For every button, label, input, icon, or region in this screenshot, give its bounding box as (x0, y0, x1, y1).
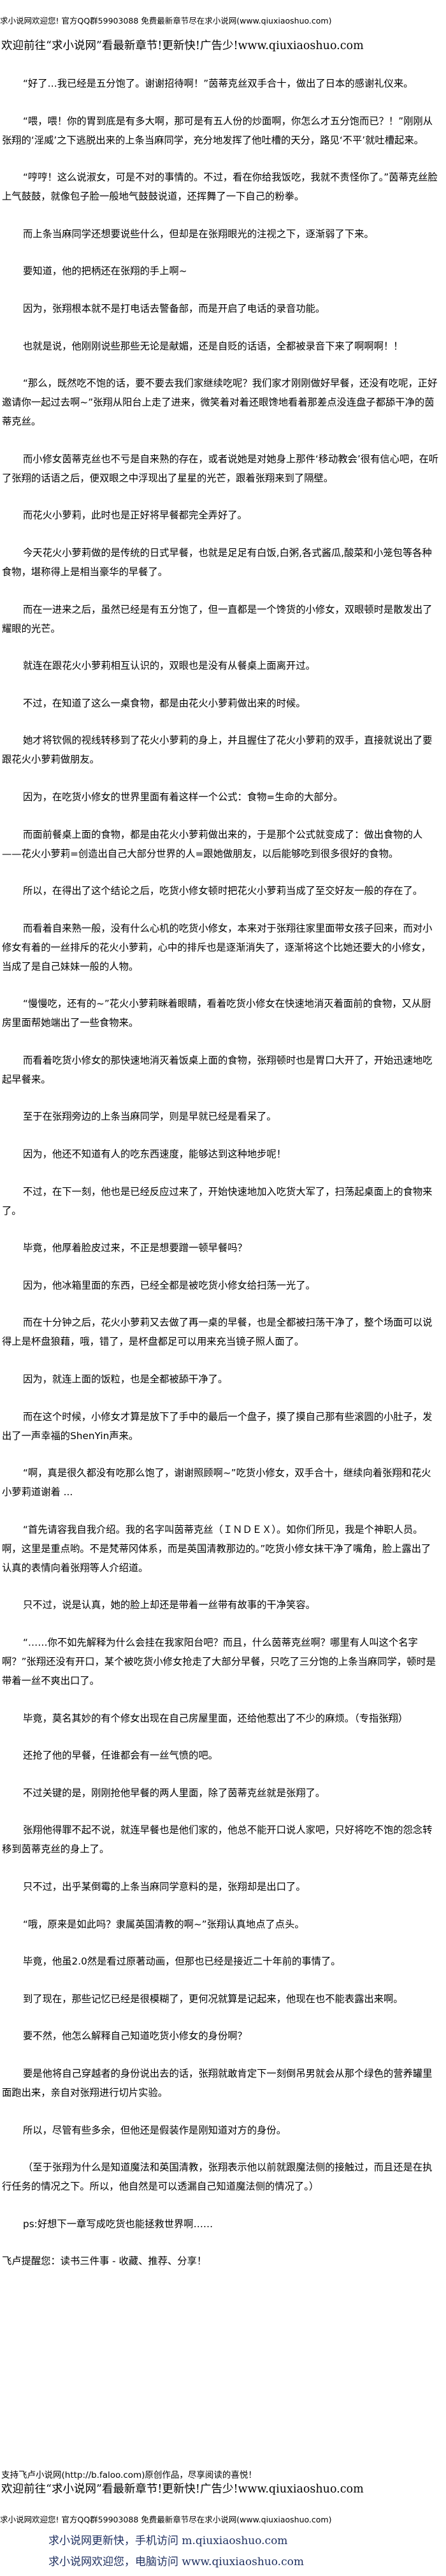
paragraph: 要知道，他的把柄还在张翔的手上啊~ (23, 265, 187, 277)
faloo-support-notice: 支持飞卢小说网(http://b.faloo.com)原创作品，尽享阅读的喜悦！ (1, 2470, 257, 2480)
paragraph: “……你不如先解释为什么会挂在我家阳台吧？而且，什么茵蒂克丝啊？哪里有人叫这个名… (2, 1637, 436, 1687)
paragraph: 毕竟，莫名其妙的有个修女出现在自己房屋里面，还给他惹出了不少的麻烦。（专指张翔） (23, 1712, 408, 1724)
paragraph: 不过关键的是，刚刚抢他早餐的两人里面，除了茵蒂克丝就是张翔了。 (23, 1787, 326, 1799)
paragraph: “好了…我已经是五分饱了。谢谢招待啊！”茵蒂克丝双手合十，做出了日本的感谢礼仪来… (23, 78, 414, 89)
paragraph: 因为，就连上面的饭粒，也是全都被舔干净了。 (23, 1373, 228, 1386)
paragraph: 就连在跟花火小萝莉相互认识的，双眼也是没有从餐桌上面离开过。 (23, 660, 315, 672)
paragraph: “啊，真是很久都没有吃那么饱了，谢谢照顾啊~”吃货小修女，双手合十，继续向着张翔… (2, 1467, 431, 1498)
paragraph: 还抢了他的早餐，任谁都会有一丝气愤的吧。 (23, 1750, 218, 1762)
paragraph: 所以，尽管有些多余，但他还是假装作是刚知道对方的身份。 (23, 2124, 287, 2136)
paragraph: “哼哼！这么说淑女，可是不对的事情的。不过，看在你给我饭吃，我就不责怪你了。”茵… (2, 172, 438, 203)
paragraph: 而上条当麻同学还想要说些什么，但却是在张翔眼光的注视之下，逐渐弱了下来。 (23, 228, 374, 240)
paragraph: 张翔他得罪不起不说，就连早餐也是他们家的，他总不能开口说人家吧，只好将吃不饱的怨… (2, 1824, 433, 1855)
paragraph: 只不过，说是认真，她的脸上却还是带着一丝带有故事的干净笑容。 (23, 1599, 315, 1611)
paragraph: 而在这个时候，小修女才算是放下了手中的最后一个盘子，摸了摸自己那有些滚圆的小肚子… (2, 1410, 433, 1442)
paragraph: 只不过，出乎某倒霉的上条当麻同学意料的是，张翔却是出口了。 (23, 1880, 306, 1892)
paragraph: 而小修女茵蒂克丝也不亏是自来熟的存在，或者说她是对她身上那件‘移动教会’很有信心… (2, 453, 439, 484)
paragraph: 至于在张翔旁边的上条当麻同学，则是早就已经是看呆了。 (23, 1111, 277, 1123)
paragraph: 而看着自来熟一般，没有什么心机的吃货小修女，本来对于张翔往家里面带女孩子回来，而… (2, 922, 433, 972)
paragraph: 而在十分钟之后，花火小萝莉又去做了再一桌的早餐，也是全都被扫荡干净了，整个场面可… (2, 1317, 433, 1348)
paragraph: 也就是说，他刚刚说些那些无论是献媚，还是自贬的话语，全都被录音下来了啊啊啊！！ (23, 340, 403, 352)
paragraph: 今天花火小萝莉做的是传统的日式早餐，也就是足足有白饭,白粥,各式酱瓜,酸菜和小笼… (2, 546, 432, 578)
paragraph: 毕竟，他虽2.0然是看过原著动画，但那也已经是接近二十年前的事情了。 (23, 1956, 341, 1968)
paragraph: 而花火小萝莉，此时也是正好将早餐都完全弄好了。 (23, 509, 247, 522)
mobile-access-link[interactable]: 求小说网更新快，手机访问 m.qiuxiaoshuo.com (48, 2535, 288, 2547)
paragraph: （至于张翔为什么是知道魔法和英国清教，张翔表示他以前就跟魔法侧的接触过，而且还是… (2, 2162, 433, 2193)
paragraph: 她才将钦佩的视线转移到了花火小萝莉的身上，并且握住了花火小萝莉的双手，直接就说出… (2, 735, 433, 766)
paragraph: 不过，在下一刻，他也是已经反应过来了，开始快速地加入吃货大军了，扫荡起桌面上的食… (2, 1185, 433, 1217)
site-notice-footer: 求小说网欢迎您! 官方QQ群59903088 免费最新章节尽在求小说网(www.… (0, 2515, 332, 2524)
paragraph: 毕竟，他厚着脸皮过来，不正是想要蹭一顿早餐吗？ (23, 1242, 247, 1254)
paragraph: “喂，喂！你的胃到底是有多大啊，那可是有五人份的炒面啊，你怎么才五分饱而已？！”… (2, 115, 433, 146)
paragraph: 不过，在知道了这么一桌食物，都是由花火小萝莉做出来的时候。 (23, 697, 306, 709)
paragraph: 所以，在得出了这个结论之后，吃货小修女顿时把花火小萝莉当成了至交好友一般的存在了… (23, 885, 423, 897)
chapter-content: “好了…我已经是五分饱了。谢谢招待啊！”茵蒂克丝双手合十，做出了日本的感谢礼仪来… (2, 74, 439, 2289)
paragraph: 到了现在，那些记忆已经是很模糊了，更何况就算是记起来，他现在也不能表露出来啊。 (23, 1993, 403, 2005)
paragraph: 因为，在吃货小修女的世界里面有着这样一个公式：食物=生命的大部分。 (23, 791, 343, 803)
site-notice-header: 求小说网欢迎您! 官方QQ群59903088 免费最新章节尽在求小说网(www.… (0, 16, 332, 26)
paragraph: 要是他将自己穿越者的身份说出去的话，张翔就敢肯定下一刻倒吊男就会从那个绿色的营养… (2, 2067, 433, 2098)
paragraph: “那么，既然吃不饱的话，要不要去我们家继续吃呢？我们家才刚刚做好早餐，还没有吃呢… (2, 377, 438, 428)
paragraph: 要不然，他怎么解释自己知道吃货小修女的身份啊？ (23, 2030, 247, 2042)
paragraph: “哦，原来是如此吗？隶属英国清教的啊~”张翔认真地点了点头。 (23, 1918, 305, 1930)
paragraph: 因为，他冰箱里面的东西，已经全都是被吃货小修女给扫荡一光了。 (23, 1279, 315, 1291)
site-banner-header: 欢迎前往“求小说网”看最新章节!更新快!广告少!www.qiuxiaoshuo.… (1, 40, 364, 52)
paragraph: 因为，他还不知道有人的吃东西速度，能够达到这种地步呢！ (23, 1148, 287, 1160)
desktop-access-link[interactable]: 求小说网欢迎您，电脑访问 www.qiuxiaoshuo.com (48, 2556, 304, 2568)
paragraph: ps:好想下一章写成吃货也能拯救世界啊…… (23, 2218, 213, 2230)
paragraph: 而在一进来之后，虽然已经是有五分饱了，但一直都是一个馋货的小修女，双眼顿时是散发… (2, 603, 433, 634)
paragraph: “慢慢吃，还有的~”花火小萝莉眯着眼睛，看着吃货小修女在快速地消灭着面前的食物，… (2, 998, 431, 1029)
paragraph: 而看着吃货小修女的那快速地消灭着饭桌上面的食物，张翔顿时也是胃口大开了，开始迅速… (2, 1054, 433, 1085)
paragraph: 而面前餐桌上面的食物，都是由花火小萝莉做出来的，于是那个公式就变成了：做出食物的… (2, 828, 423, 860)
reading-reminder: 飞卢提醒您：读书三件事 - 收藏、推荐、分享！ (2, 2255, 207, 2267)
paragraph: “首先请容我自我介绍。我的名字叫茵蒂克丝（ＩＮＤＥＸ）。如你们所见，我是个神职人… (2, 1523, 431, 1574)
paragraph: 因为，张翔根本就不是打电话去警备部，而是开启了电话的录音功能。 (23, 302, 326, 314)
site-banner-footer: 欢迎前往“求小说网”看最新章节!更新快!广告少!www.qiuxiaoshuo.… (1, 2483, 364, 2496)
